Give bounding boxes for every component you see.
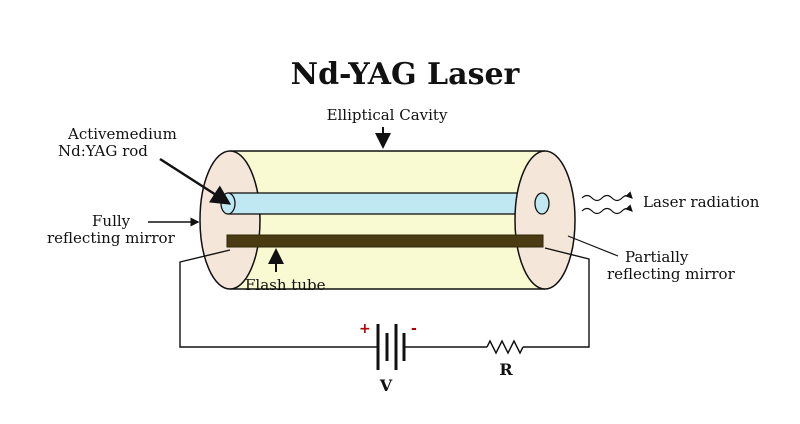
- circuit-wire: [179, 249, 378, 348]
- fully-reflecting-mirror: [199, 150, 261, 290]
- flash-tube-label: Flash tube: [245, 276, 326, 294]
- partially-reflecting-mirror: [514, 150, 576, 290]
- battery-icon: [376, 324, 406, 370]
- nd-yag-rod: [227, 192, 543, 215]
- fully-reflecting-label-2: reflecting mirror: [47, 229, 176, 247]
- elliptical-cavity: [230, 151, 545, 289]
- wave-icon: [581, 191, 633, 215]
- battery-label: V: [379, 376, 393, 395]
- active-medium-label-2: Nd:YAG rod: [58, 142, 148, 160]
- resistor-label: R: [499, 360, 513, 379]
- pointer-line: [567, 235, 619, 257]
- partially-reflecting-label-2: reflecting mirror: [607, 265, 736, 283]
- negative-sign: -: [411, 321, 417, 337]
- fully-reflecting-label: Fully: [92, 212, 131, 230]
- cavity-label: Elliptical Cavity: [327, 106, 448, 124]
- arrow-icon: [159, 157, 232, 205]
- resistor-icon: [486, 339, 524, 355]
- partially-reflecting-label: Partially: [625, 248, 689, 266]
- diagram-title: Nd-YAG Laser: [291, 57, 521, 92]
- flash-tube: [226, 234, 544, 248]
- positive-sign: +: [359, 321, 371, 337]
- laser-radiation-label: Laser radiation: [643, 193, 760, 211]
- active-medium-label: Activemedium: [67, 125, 177, 143]
